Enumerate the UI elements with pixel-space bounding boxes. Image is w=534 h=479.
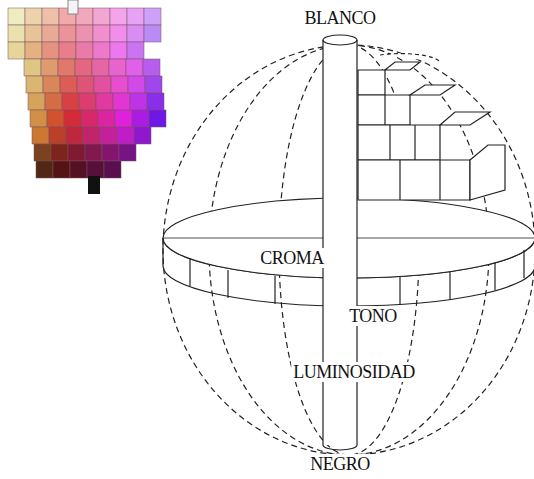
color-block <box>83 127 100 144</box>
axis-label: BLANCO <box>302 8 377 28</box>
color-block <box>93 25 110 42</box>
color-block <box>59 25 76 42</box>
color-block <box>25 8 42 25</box>
color-block <box>25 25 42 42</box>
color-block <box>66 127 83 144</box>
color-block <box>70 161 87 178</box>
color-block <box>42 25 59 42</box>
color-block <box>30 110 47 127</box>
color-block <box>81 110 98 127</box>
color-block <box>62 93 79 110</box>
color-block <box>96 93 113 110</box>
color-solid-thumbnail <box>0 0 180 200</box>
color-block <box>75 59 92 76</box>
color-block <box>43 76 60 93</box>
color-block <box>113 93 130 110</box>
color-block <box>53 161 70 178</box>
color-block <box>87 161 104 178</box>
color-block <box>110 8 127 25</box>
color-block <box>42 42 59 59</box>
chroma-steps <box>358 54 505 200</box>
color-block <box>132 110 149 127</box>
color-block <box>25 42 42 59</box>
color-block <box>59 42 76 59</box>
color-block <box>128 76 145 93</box>
axis-label: CROMA <box>258 248 326 268</box>
color-block <box>58 59 75 76</box>
axis-bottom <box>88 176 100 194</box>
color-block <box>127 42 144 59</box>
color-block <box>130 93 147 110</box>
color-block <box>93 42 110 59</box>
color-block <box>41 59 58 76</box>
color-block <box>36 161 53 178</box>
color-block <box>98 110 115 127</box>
color-block <box>85 144 102 161</box>
color-block <box>115 110 132 127</box>
color-block <box>79 93 96 110</box>
color-block <box>147 93 164 110</box>
color-block <box>127 25 144 42</box>
color-block <box>64 110 81 127</box>
color-block <box>42 8 59 25</box>
color-block <box>110 25 127 42</box>
color-block <box>24 59 41 76</box>
axis-label: TONO <box>347 306 399 326</box>
axis-label: NEGRO <box>308 454 372 474</box>
color-block <box>127 8 144 25</box>
color-block <box>110 42 127 59</box>
axis-top <box>68 0 78 14</box>
color-block <box>94 76 111 93</box>
color-block <box>109 59 126 76</box>
color-block <box>100 127 117 144</box>
color-block <box>51 144 68 161</box>
color-block <box>117 127 134 144</box>
color-block <box>8 25 25 42</box>
color-block <box>92 59 109 76</box>
color-block <box>26 76 43 93</box>
color-block <box>102 144 119 161</box>
color-block <box>47 110 64 127</box>
color-block <box>32 127 49 144</box>
color-block <box>8 42 25 59</box>
color-block <box>68 144 85 161</box>
color-block <box>45 93 62 110</box>
color-block <box>49 127 66 144</box>
color-block <box>77 76 94 93</box>
color-block <box>34 144 51 161</box>
value-axis <box>323 35 357 450</box>
color-block <box>76 25 93 42</box>
color-block <box>149 110 166 127</box>
color-block <box>104 161 121 178</box>
color-block <box>145 76 162 93</box>
color-block <box>93 8 110 25</box>
color-block <box>28 93 45 110</box>
axis-label: LUMINOSIDAD <box>291 362 417 382</box>
color-block <box>134 127 151 144</box>
color-block <box>60 76 77 93</box>
color-block <box>76 42 93 59</box>
color-block <box>126 59 143 76</box>
color-block <box>76 8 93 25</box>
color-block <box>119 144 136 161</box>
color-block <box>8 8 25 25</box>
color-block <box>144 25 161 42</box>
color-block <box>143 59 160 76</box>
color-block <box>111 76 128 93</box>
color-block <box>144 8 161 25</box>
